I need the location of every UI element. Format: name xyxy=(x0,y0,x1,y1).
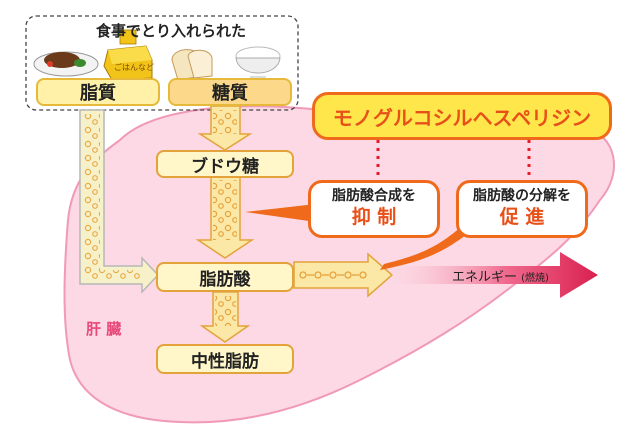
package-text: ごはんなど xyxy=(114,63,154,72)
fat-box: 脂質 xyxy=(36,78,160,106)
energy-text: エネルギー xyxy=(452,270,518,285)
inhibit-line2: 抑 制 xyxy=(351,205,397,228)
neutral-fat-label: 中性脂肪 xyxy=(191,351,259,372)
promote-line2: 促 進 xyxy=(499,205,545,228)
promote-box: 脂肪酸の分解を 促 進 xyxy=(456,180,588,238)
energy-note: (燃焼) xyxy=(521,273,549,284)
compound-name: モノグルコシルヘスペリジン xyxy=(332,105,592,130)
food-frame xyxy=(25,15,299,111)
meat-plate-icon xyxy=(33,51,99,77)
bread-icon xyxy=(171,49,213,81)
neutral-fat-box: 中性脂肪 xyxy=(156,344,294,374)
promote-pointer xyxy=(380,226,470,270)
inhibit-line1: 脂肪酸合成を xyxy=(332,188,416,205)
fatty-acid-box: 脂肪酸 xyxy=(156,262,294,292)
compound-box: モノグルコシルヘスペリジン xyxy=(312,92,612,140)
inhibit-pointer xyxy=(245,204,316,222)
energy-label: エネルギー (燃焼) xyxy=(452,266,549,285)
glucose-label: ブドウ糖 xyxy=(191,156,259,177)
inhibit-box: 脂肪酸合成を 抑 制 xyxy=(308,180,440,238)
liver-label: 肝 臓 xyxy=(86,320,122,338)
energy-arrow xyxy=(392,252,598,298)
rice-bowl-icon xyxy=(235,46,281,80)
fatty-acid-label: 脂肪酸 xyxy=(199,269,251,290)
butter-package-icon xyxy=(103,29,153,81)
promote-line1: 脂肪酸の分解を xyxy=(473,188,571,205)
fat-label: 脂質 xyxy=(80,83,116,104)
carb-box: 糖質 xyxy=(168,78,292,106)
food-caption: 食事でとり入れられた xyxy=(96,22,247,40)
glucose-box: ブドウ糖 xyxy=(156,150,294,178)
carb-label: 糖質 xyxy=(212,83,248,104)
